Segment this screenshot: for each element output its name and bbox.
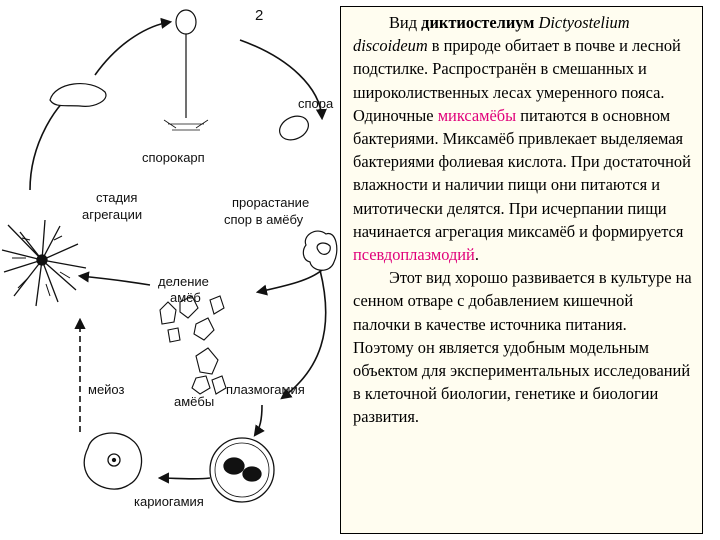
germinating-amoeba-illustration bbox=[302, 230, 338, 271]
label-division-1: деление bbox=[158, 274, 209, 289]
arrow-zygote-to-karyogamy bbox=[157, 472, 211, 484]
arrow-division-to-amoebae bbox=[280, 269, 327, 400]
label-aggregation-2: агрегации bbox=[82, 207, 142, 222]
label-germination-1: прорастание bbox=[232, 195, 309, 210]
arrow-germination-to-division bbox=[255, 269, 323, 296]
label-sporocarp: спорокарп bbox=[142, 150, 205, 165]
life-cycle-diagram: 2 спора спорокарп прорастание спор в амё… bbox=[1, 7, 338, 509]
species-name-bold: диктиостелиум bbox=[421, 13, 535, 32]
paragraph-3: Поэтому он является удобным модельным об… bbox=[353, 337, 691, 427]
arrow-spore-to-germination bbox=[239, 39, 327, 121]
amoebae-illustration bbox=[191, 347, 227, 395]
slug-illustration bbox=[49, 83, 107, 107]
label-plasmogamy: плазмогамия bbox=[226, 382, 305, 397]
spore-illustration bbox=[279, 115, 309, 141]
label-division-2: амёб bbox=[170, 290, 201, 305]
arrow-division-to-aggregation bbox=[77, 271, 151, 286]
species-latin-name: Dictyostelium discoideum bbox=[353, 13, 630, 56]
cycle-arrows bbox=[29, 17, 327, 484]
zygote-illustration bbox=[209, 437, 275, 503]
arrow-slug-to-sporocarp bbox=[94, 17, 173, 76]
dividing-amoebae-illustration bbox=[159, 295, 225, 343]
arrow-aggregation-to-slug bbox=[29, 90, 77, 191]
p1-part1: в природе обитает в почве и лесной подст… bbox=[353, 36, 681, 125]
paragraph-1: Вид диктиостелиум Dictyostelium discoide… bbox=[353, 11, 692, 266]
label-spore: спора bbox=[298, 96, 334, 111]
p1-part2: питаются в основном бактериями. Миксамёб… bbox=[353, 105, 691, 241]
p1-end: . bbox=[474, 245, 479, 265]
label-amoebae: амёбы bbox=[174, 394, 214, 409]
aggregation-illustration bbox=[1, 219, 87, 307]
p1-intro: Вид bbox=[389, 13, 422, 32]
diagram-number: 2 bbox=[255, 7, 263, 24]
karyogamy-cell-illustration bbox=[83, 432, 143, 490]
label-germination-2: спор в амёбу bbox=[224, 212, 304, 227]
paragraph-2: Этот вид хорошо развивается в культуре н… bbox=[353, 268, 692, 334]
label-karyogamy: кариогамия bbox=[134, 494, 204, 509]
term-pseudoplasmodium: псевдоплазмодий bbox=[353, 245, 475, 265]
text-panel: Вид диктиостелиум Dictyostelium discoide… bbox=[340, 6, 703, 534]
term-myxamoebae: миксамёбы bbox=[437, 105, 517, 125]
arrow-plasmogamy-to-zygote bbox=[253, 404, 265, 437]
label-aggregation-1: стадия bbox=[96, 190, 137, 205]
label-meiosis: мейоз bbox=[88, 382, 125, 397]
sporocarp-illustration bbox=[163, 9, 209, 131]
